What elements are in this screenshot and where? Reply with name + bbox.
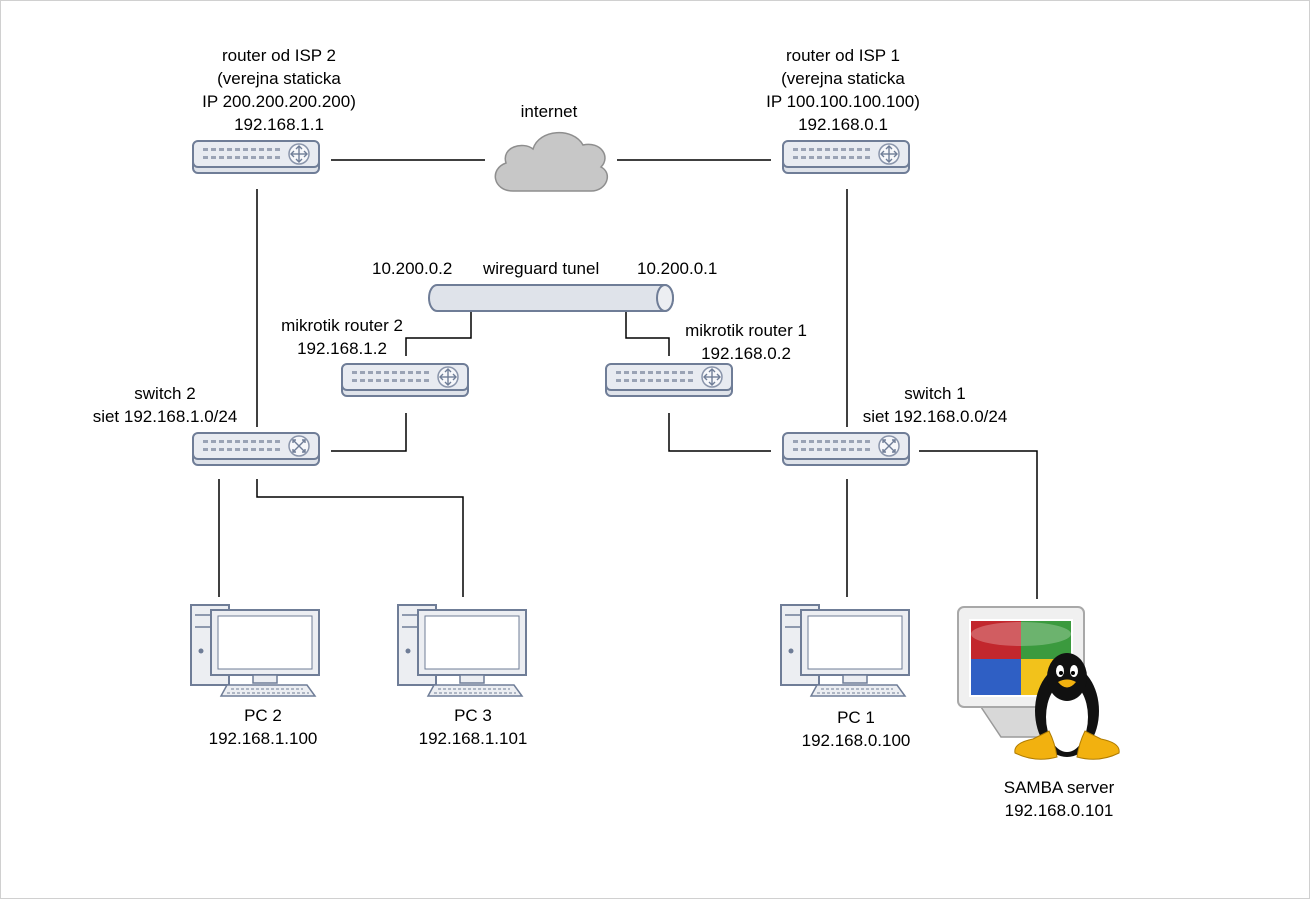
router-isp1-icon — [783, 141, 909, 173]
router-isp1-label: router od ISP 1 (verejna staticka IP 100… — [766, 46, 920, 134]
cloud-icon — [494, 131, 609, 192]
tunnel-right-ip-label: 10.200.0.1 — [637, 259, 718, 278]
pc2-desktop-icon — [190, 604, 320, 697]
pc1-label: PC 1 192.168.0.100 — [801, 708, 911, 750]
link-mikrotik2-switch2 — [331, 413, 407, 452]
switch-2-icon — [193, 433, 319, 465]
link-switch1-samba — [919, 450, 1038, 599]
link-switch2-pc3 — [256, 479, 464, 597]
router-isp2-label: router od ISP 2 (verejna staticka IP 200… — [202, 46, 356, 134]
mikrotik-router-2-label: mikrotik router 2 192.168.1.2 — [281, 316, 403, 358]
tunnel-name-label: wireguard tunel — [483, 259, 600, 278]
internet-label: internet — [520, 102, 578, 121]
pc3-desktop-icon — [397, 604, 527, 697]
link-tunnel-mikrotik2 — [405, 312, 472, 356]
router-isp2-icon — [193, 141, 319, 173]
pc2-label: PC 2 192.168.1.100 — [208, 706, 318, 748]
link-mikrotik1-switch1 — [668, 413, 771, 452]
switch-1-icon — [783, 433, 909, 465]
mikrotik-router-2-icon — [342, 364, 468, 396]
mikrotik-router-1-label: mikrotik router 1 192.168.0.2 — [685, 321, 807, 363]
link-tunnel-mikrotik1 — [625, 312, 670, 356]
mikrotik-router-1-icon — [606, 364, 732, 396]
tunnel-pipe-icon — [428, 284, 674, 312]
connection-lines — [218, 159, 1038, 599]
switch-2-label: switch 2 siet 192.168.1.0/24 — [92, 384, 238, 426]
switch-1-label: switch 1 siet 192.168.0.0/24 — [862, 384, 1008, 426]
samba-server-label: SAMBA server 192.168.0.101 — [1003, 778, 1115, 820]
pc3-label: PC 3 192.168.1.101 — [418, 706, 528, 748]
pc1-desktop-icon — [780, 604, 910, 697]
tunnel-left-ip-label: 10.200.0.2 — [372, 259, 453, 278]
linux-server-icon — [957, 606, 1120, 760]
